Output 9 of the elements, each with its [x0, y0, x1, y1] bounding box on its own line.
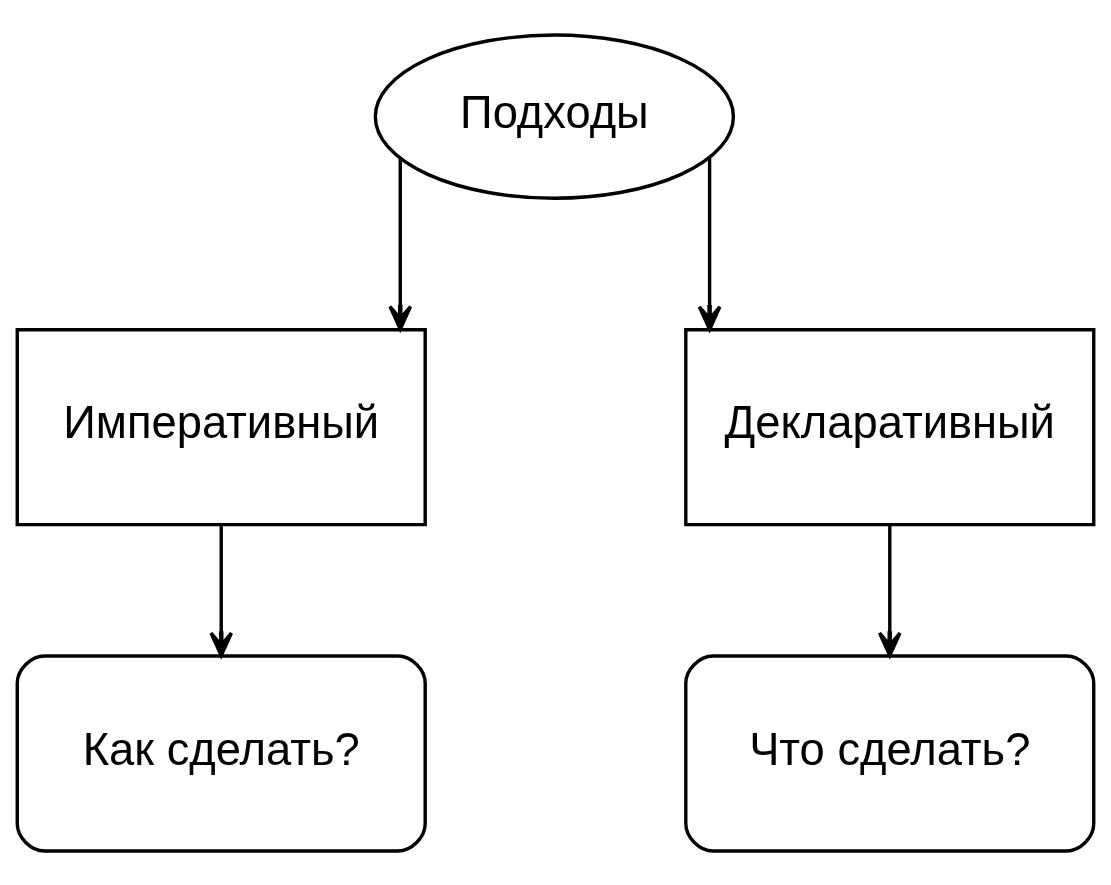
node-box: Декларативный — [684, 327, 1096, 526]
node-box: Императивный — [15, 327, 427, 526]
arrow — [388, 158, 413, 331]
node-box: Что сделать? — [684, 653, 1096, 853]
arrow — [877, 524, 902, 657]
arrow — [209, 524, 234, 657]
node-ellipse: Подходы — [373, 32, 736, 200]
node-box: Как сделать? — [15, 653, 427, 853]
arrow — [697, 157, 722, 331]
